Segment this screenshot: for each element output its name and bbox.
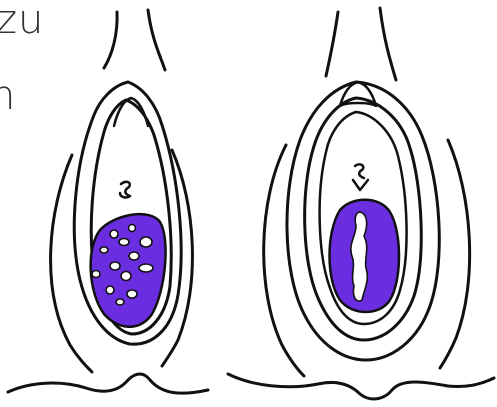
right-top-line-right [380, 8, 396, 80]
left-hole [121, 272, 131, 281]
left-top-line-left [104, 12, 117, 68]
right-outer-line-right [440, 140, 470, 368]
left-hole [129, 225, 136, 232]
left-hole [110, 262, 120, 270]
right-v-mark [353, 180, 368, 190]
right-top-line-left [326, 12, 338, 76]
left-outer-line-left [51, 155, 92, 372]
left-hole [92, 271, 100, 278]
left-hole [100, 247, 108, 253]
left-hole [140, 237, 152, 247]
left-hole [129, 252, 139, 260]
left-hole [139, 264, 153, 272]
left-hole [127, 290, 137, 298]
left-hole [110, 230, 118, 238]
left-mark [120, 182, 130, 198]
right-outer-line-left [264, 145, 304, 376]
right-mark [355, 164, 364, 178]
left-bottom-curve [8, 374, 208, 393]
left-hole [106, 286, 114, 294]
left-top-line-right [148, 10, 165, 70]
figure-right [228, 8, 494, 399]
left-hole [116, 299, 124, 305]
left-hole [119, 239, 129, 246]
right-bottom-curve [228, 374, 494, 399]
left-purple-area [91, 214, 166, 327]
figure-left [8, 10, 208, 393]
